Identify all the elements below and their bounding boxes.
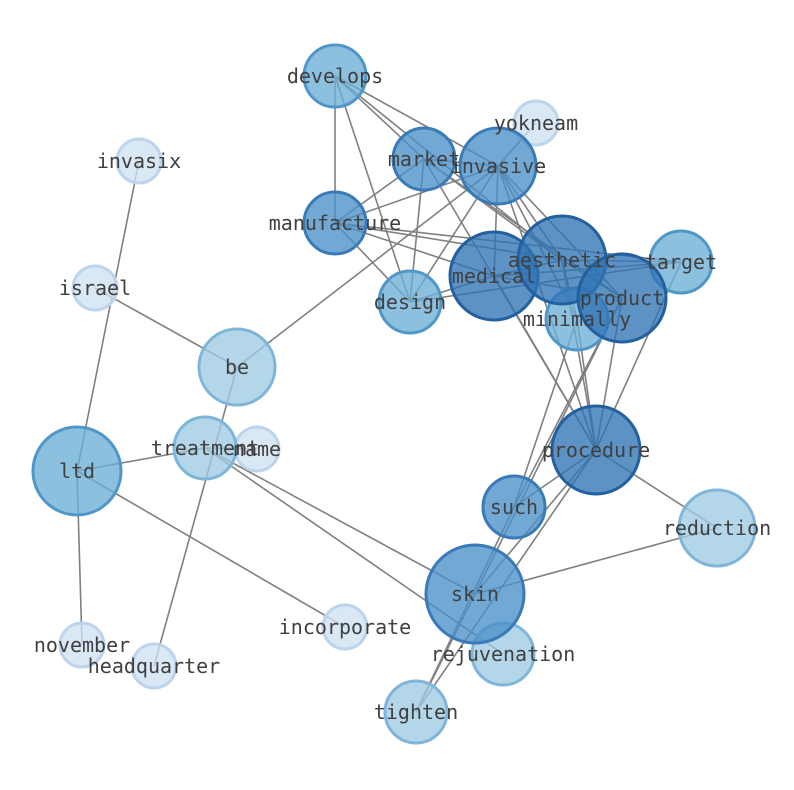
node-label-ltd: ltd [59, 459, 95, 483]
node-label-treatment: treatment [151, 436, 259, 460]
node-label-name: name [233, 437, 281, 461]
node-label-product: product [580, 286, 664, 310]
edge-skin-treatment [204, 447, 476, 595]
node-invasive [458, 126, 538, 206]
node-label-such: such [490, 495, 538, 519]
node-label-market: market [388, 147, 460, 171]
node-headquarter [130, 642, 178, 690]
node-label-aesthetic: aesthetic [508, 248, 616, 272]
node-label-israel: israel [59, 276, 131, 300]
edge-minimally-such [513, 318, 578, 508]
edge-ltd-invasix [76, 160, 140, 472]
node-market [391, 126, 457, 192]
node-incorporate [321, 603, 369, 651]
node-label-invasive: invasive [450, 154, 546, 178]
node-november [58, 621, 106, 669]
edge-invasive-be [236, 165, 499, 368]
node-label-reduction: reduction [663, 516, 771, 540]
edge-product-skin [474, 297, 623, 595]
node-label-yokneam: yokneam [494, 111, 578, 135]
edge-be-headquarter [153, 366, 238, 667]
node-such [481, 474, 547, 540]
node-label-design: design [374, 290, 446, 314]
node-tighten [383, 679, 449, 745]
edge-develops-design [334, 75, 411, 303]
node-label-develops: develops [287, 64, 383, 88]
node-layer [31, 43, 757, 745]
node-design [377, 269, 443, 335]
node-product [576, 252, 668, 344]
node-yokneam [512, 99, 560, 147]
node-label-be: be [225, 355, 249, 379]
node-label-incorporate: incorporate [279, 615, 411, 639]
node-label-manufacture: manufacture [269, 211, 401, 235]
node-procedure [550, 404, 642, 496]
node-reduction [677, 488, 757, 568]
node-invasix [115, 137, 163, 185]
node-target [648, 229, 714, 295]
node-treatment [172, 415, 238, 481]
node-manufacture [302, 190, 368, 256]
node-label-tighten: tighten [374, 700, 458, 724]
node-develops [302, 43, 368, 109]
node-ltd [31, 425, 123, 517]
node-label-target: target [645, 250, 717, 274]
edge-ltd-incorporate [76, 470, 346, 628]
node-label-medical: medical [452, 264, 536, 288]
node-label-procedure: procedure [542, 438, 650, 462]
node-skin [424, 543, 526, 645]
node-label-invasix: invasix [97, 149, 181, 173]
node-label-minimally: minimally [523, 307, 631, 331]
node-be [197, 327, 277, 407]
node-label-headquarter: headquarter [88, 654, 220, 678]
node-label-skin: skin [451, 582, 499, 606]
node-israel [71, 264, 119, 312]
node-label-rejuvenation: rejuvenation [431, 642, 576, 666]
node-label-november: november [34, 633, 130, 657]
